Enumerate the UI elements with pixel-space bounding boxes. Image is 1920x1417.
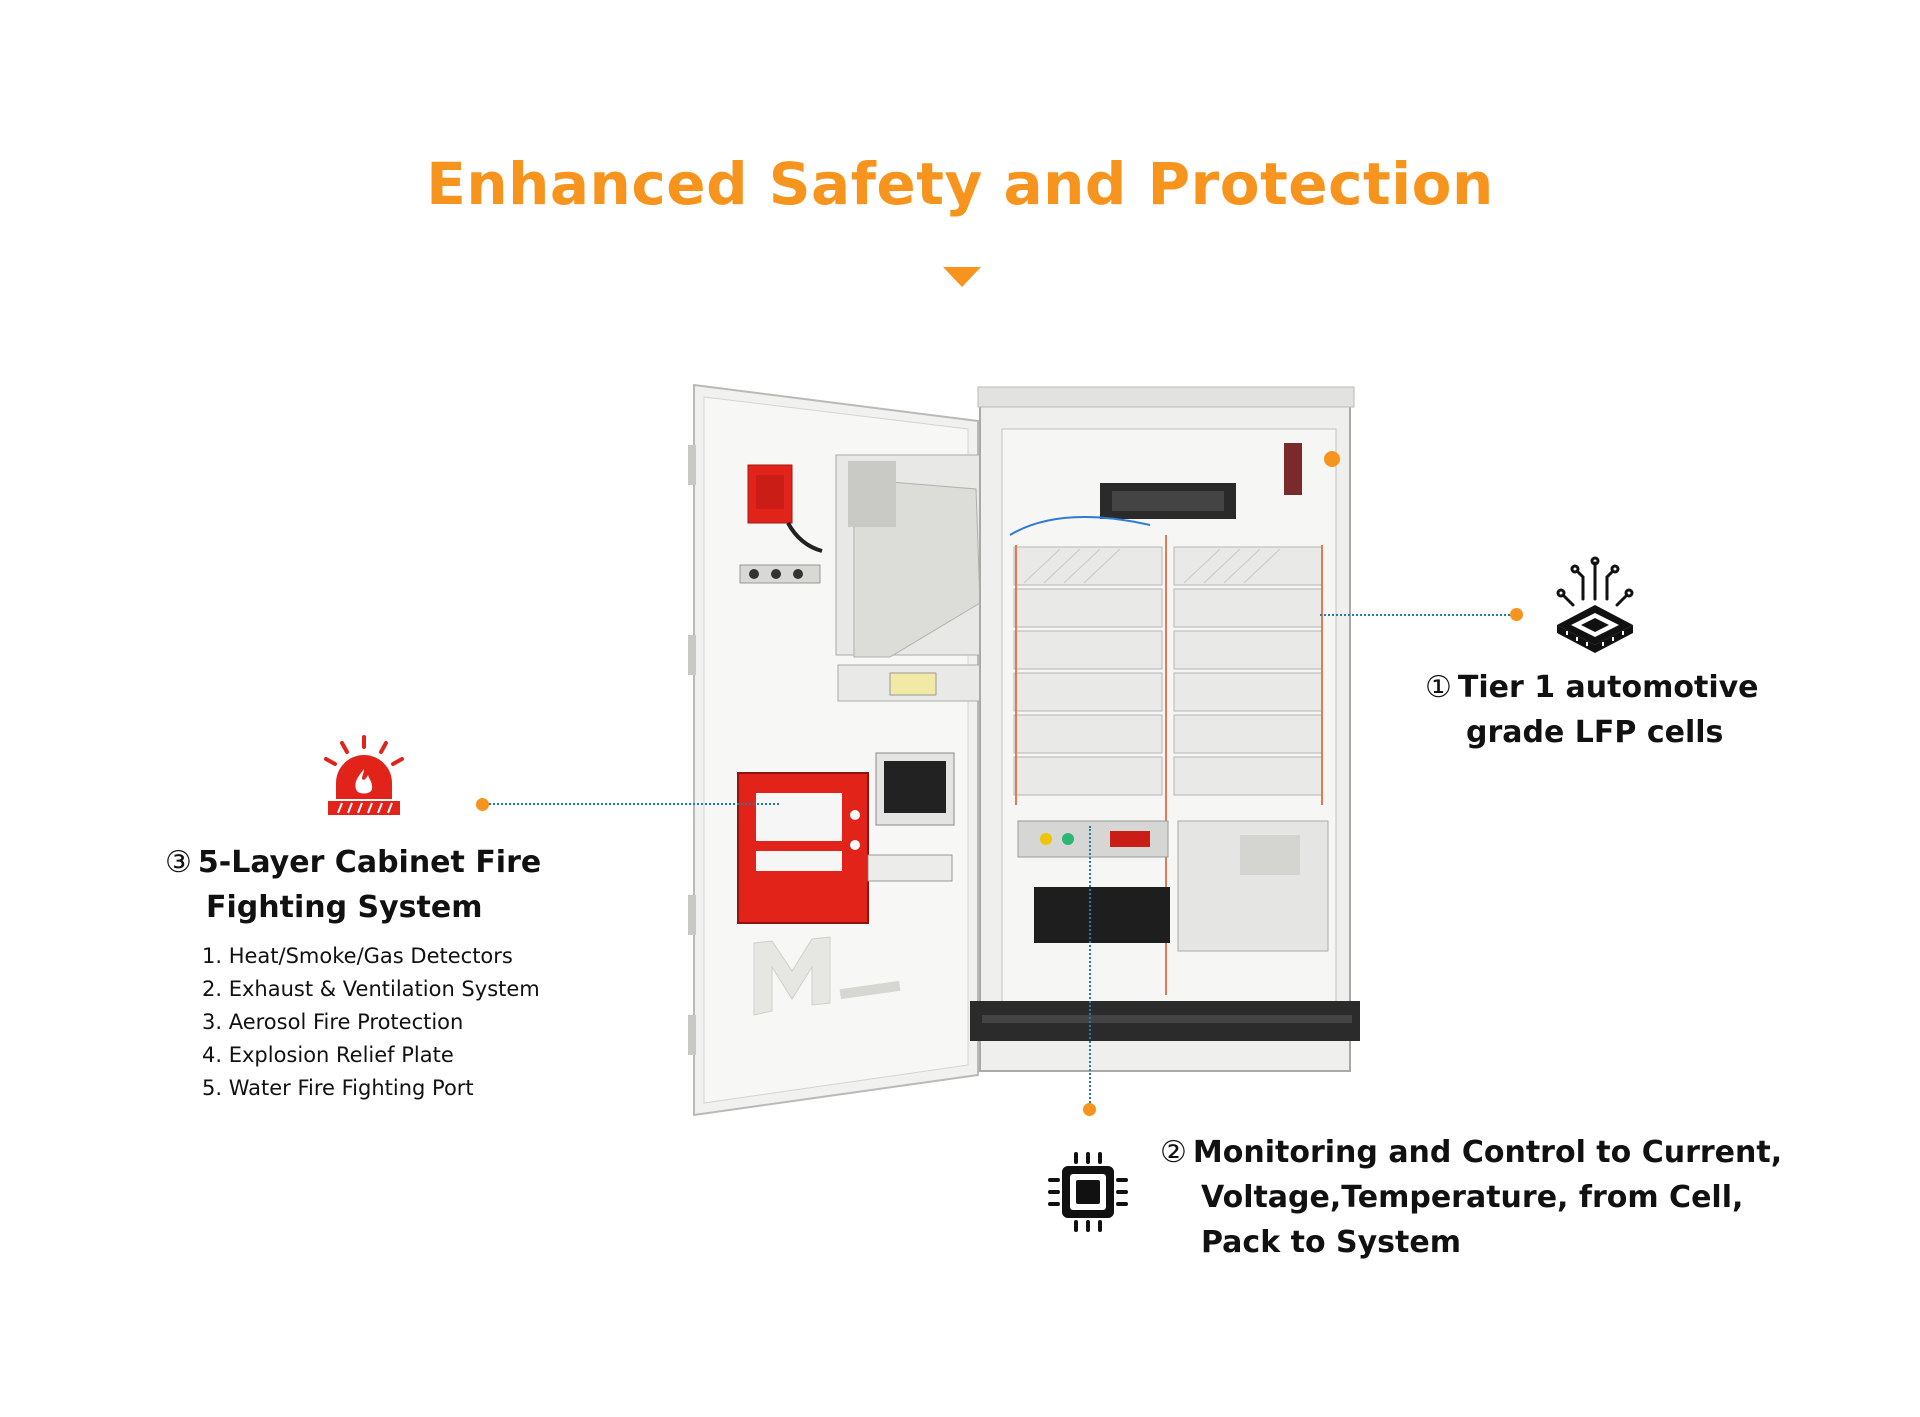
feature-1-number: ① bbox=[1425, 670, 1452, 705]
feature-1-line-2: grade LFP cells bbox=[1466, 715, 1724, 750]
feature-2-line-2: Voltage,Temperature, from Cell, bbox=[1201, 1180, 1744, 1215]
feature-3-number: ③ bbox=[165, 845, 192, 880]
feature-2-line-1: Monitoring and Control to Current, bbox=[1192, 1135, 1783, 1170]
feature-3-connector-dot bbox=[476, 798, 489, 811]
page-title: Enhanced Safety and Protection bbox=[426, 150, 1494, 218]
battery-cabinet-image bbox=[688, 383, 1360, 1117]
feature-2-number: ② bbox=[1160, 1135, 1187, 1170]
list-item: 3. Aerosol Fire Protection bbox=[202, 1010, 464, 1034]
feature-1-leader-line bbox=[1320, 614, 1510, 616]
processor-chip-icon bbox=[1048, 1152, 1128, 1232]
feature-1-line-1: Tier 1 automotive bbox=[1457, 670, 1759, 705]
list-item: 5. Water Fire Fighting Port bbox=[202, 1076, 474, 1100]
feature-2-connector-dot bbox=[1083, 1103, 1096, 1116]
feature-2-leader-line bbox=[1089, 826, 1091, 1106]
feature-3-leader-line bbox=[489, 803, 779, 805]
fire-alarm-icon bbox=[324, 735, 404, 815]
fire-fighting-layers-list: 1. Heat/Smoke/Gas Detectors 2. Exhaust &… bbox=[202, 940, 540, 1105]
down-arrow-icon bbox=[943, 267, 981, 287]
feature-2-line-3: Pack to System bbox=[1201, 1225, 1461, 1260]
list-item: 2. Exhaust & Ventilation System bbox=[202, 977, 540, 1001]
list-item: 4. Explosion Relief Plate bbox=[202, 1043, 454, 1067]
feature-3-line-2: Fighting System bbox=[206, 890, 483, 925]
battery-chip-icon bbox=[1556, 556, 1634, 653]
list-item: 1. Heat/Smoke/Gas Detectors bbox=[202, 944, 513, 968]
feature-1-connector-dot bbox=[1510, 608, 1523, 621]
feature-3-line-1: 5-Layer Cabinet Fire bbox=[197, 845, 542, 880]
